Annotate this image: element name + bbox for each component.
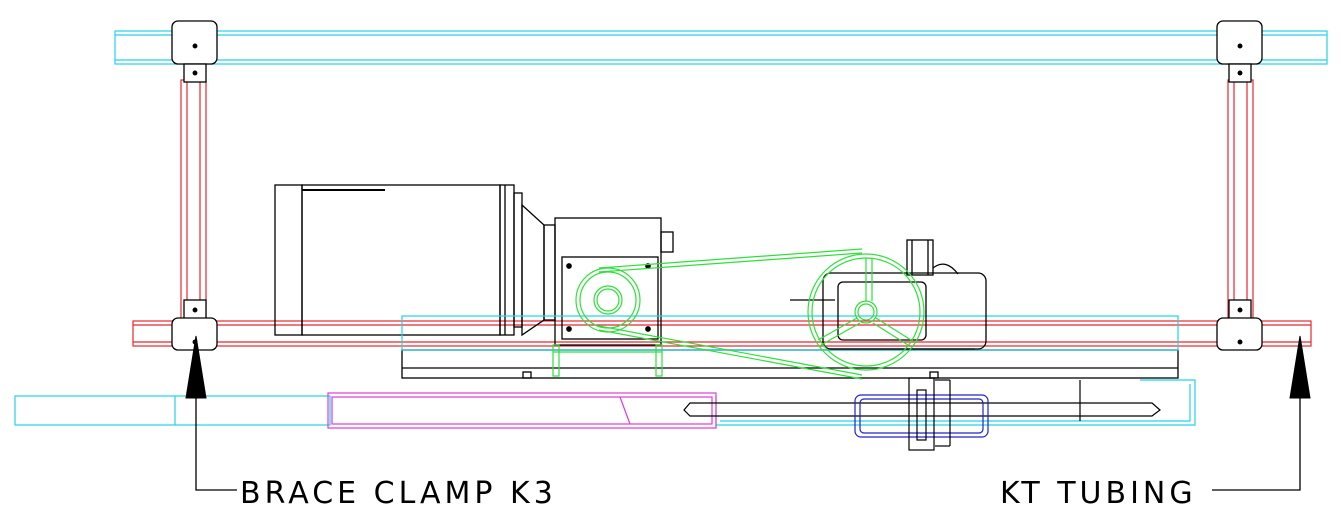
brace-clamp-bottom-left [171, 299, 218, 351]
label-kt-tubing: KT TUBING [1000, 476, 1197, 511]
brace-clamp-bottom-right [1216, 299, 1263, 351]
left-vertical-brace [180, 79, 207, 321]
screw-nut [854, 394, 989, 438]
brace-clamp-top-left [171, 20, 218, 83]
lead-screw [683, 380, 1161, 421]
platform-top [401, 315, 1179, 351]
leader-brace-clamp [185, 335, 237, 491]
label-brace-clamp: BRACE CLAMP K3 [240, 476, 557, 511]
inner-tube [327, 392, 717, 429]
gearbox-legs [552, 344, 663, 377]
vertical-shaft [908, 377, 951, 451]
base-platform [401, 349, 1179, 379]
gearbox [554, 217, 674, 346]
lower-tubing [132, 320, 1312, 347]
motor [274, 184, 556, 337]
winch-housing [790, 239, 987, 350]
right-vertical-brace [1227, 79, 1254, 321]
belt-drive [575, 248, 925, 380]
brace-clamp-top-right [1216, 20, 1263, 83]
leader-kt-tubing [1212, 335, 1311, 491]
top-tubing [114, 30, 1328, 65]
